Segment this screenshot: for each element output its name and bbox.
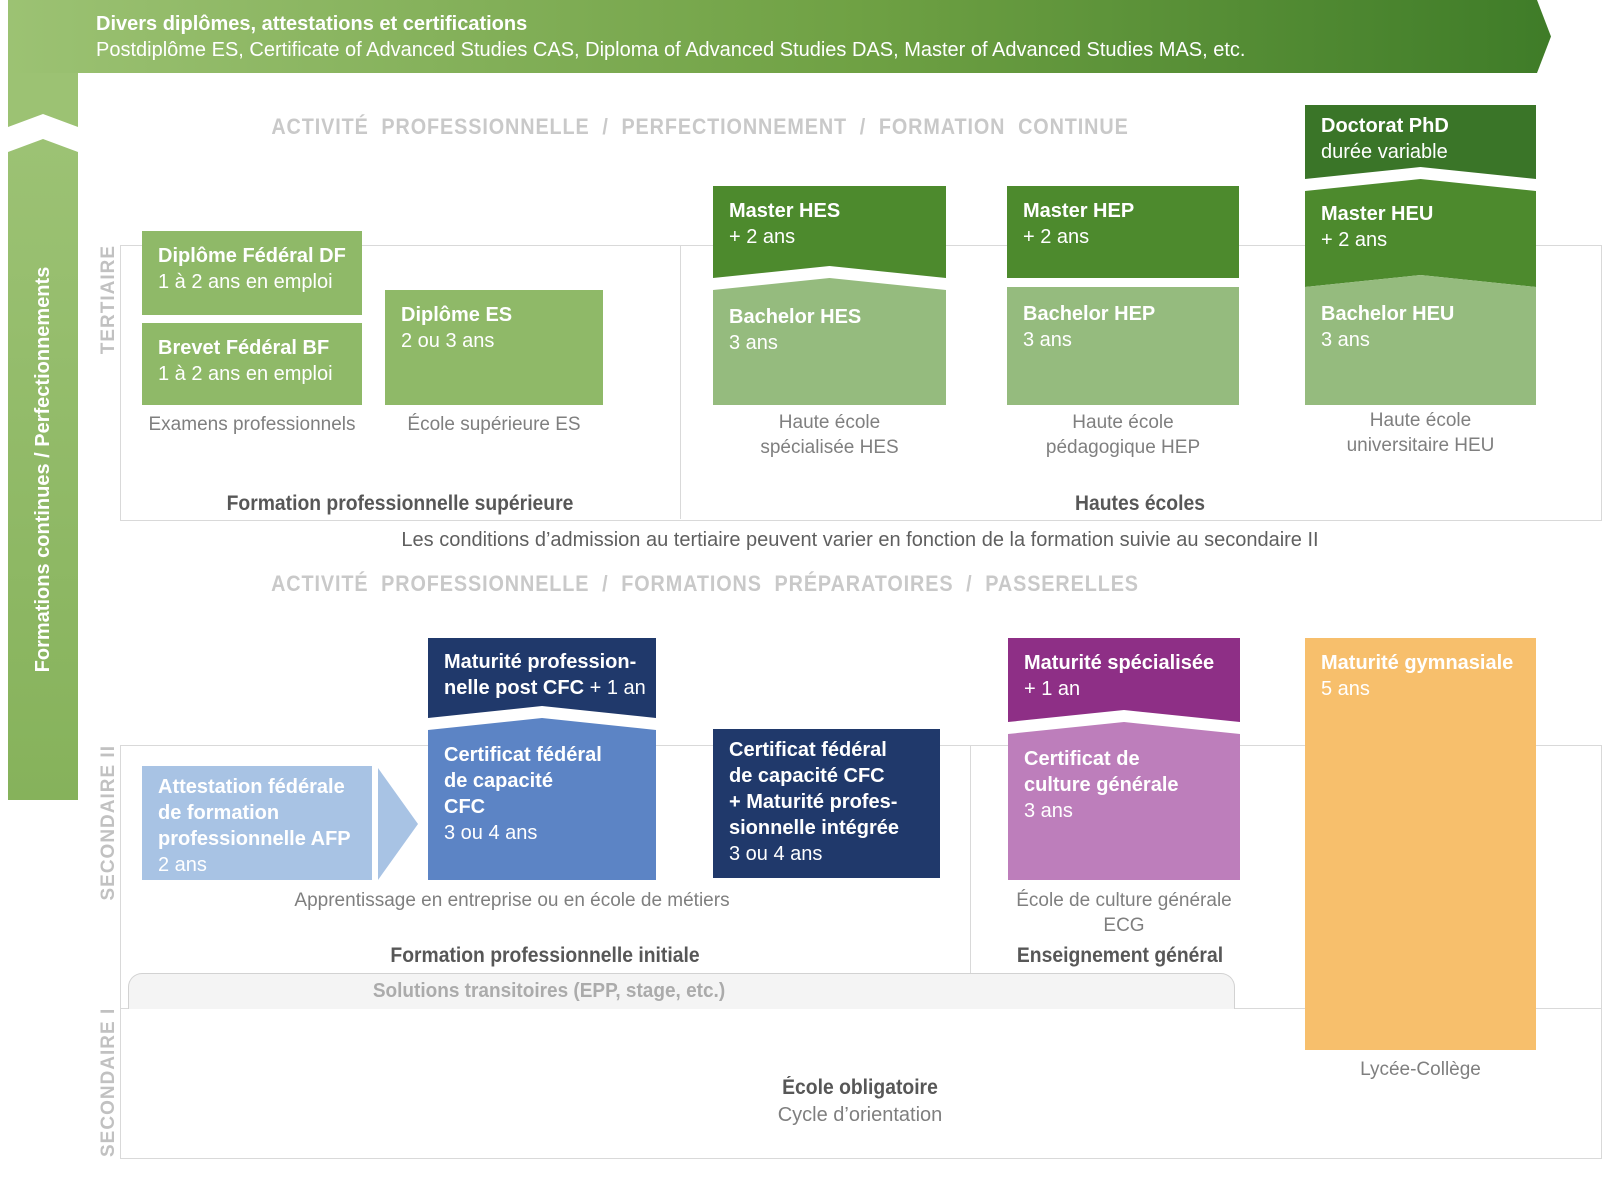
side-label-tertiaire: TERTIAIRE bbox=[98, 245, 119, 355]
box-afp: Attestation fédérale de formation profes… bbox=[142, 766, 372, 880]
tertiary-admission-note: Les conditions d’admission au tertiaire … bbox=[401, 529, 1319, 551]
caption-ecg: École de culture générale ECG bbox=[1016, 890, 1232, 936]
box-bachelor-heu: Bachelor HEU 3 ans bbox=[1305, 275, 1536, 405]
box-master-hep: Master HEP + 2 ans bbox=[1007, 186, 1239, 278]
caption-heu: Haute école universitaire HEU bbox=[1346, 410, 1495, 456]
caption-lycee-college: Lycée-Collège bbox=[1360, 1059, 1481, 1080]
section-hautes-ecoles: Hautes écoles bbox=[1075, 492, 1205, 515]
label-ecole-obligatoire: École obligatoire bbox=[782, 1076, 938, 1099]
box-cfc: Certificat fédéral de capacité CFC 3 ou … bbox=[428, 718, 656, 880]
box-bachelor-hes: Bachelor HES 3 ans bbox=[713, 278, 946, 405]
section-enseignement-general: Enseignement général bbox=[1016, 944, 1224, 967]
box-maturite-specialisee: Maturité spécialisée + 1 an bbox=[1008, 638, 1240, 722]
banner-subtitle: Postdiplôme ES, Certificate of Advanced … bbox=[96, 39, 1246, 61]
side-label-secondaire-2: SECONDAIRE II bbox=[98, 745, 119, 901]
box-master-heu: Master HEU + 2 ans bbox=[1305, 179, 1536, 287]
solutions-transitoires-pill: Solutions transitoires (EPP, stage, etc.… bbox=[128, 973, 1235, 1009]
box-brevet-federal-bf: Brevet Fédéral BF 1 à 2 ans en emploi bbox=[142, 323, 362, 405]
box-maturite-professionnelle-post-cfc: Maturité profession- nelle post CFC + 1 … bbox=[428, 638, 656, 718]
box-diplome-es: Diplôme ES 2 ou 3 ans bbox=[385, 290, 603, 405]
box-maturite-gymnasiale: Maturité gymnasiale 5 ans bbox=[1305, 638, 1536, 1050]
caption-apprentissage: Apprentissage en entreprise ou en école … bbox=[294, 890, 730, 911]
label-cycle-orientation: Cycle d’orientation bbox=[777, 1104, 943, 1126]
top-banner-arrow: Divers diplômes, attestations et certifi… bbox=[8, 0, 1551, 73]
left-band bbox=[8, 139, 78, 800]
left-band-chevron-cap bbox=[8, 73, 78, 127]
box-cfc-maturite-integree: Certificat fédéral de capacité CFC + Mat… bbox=[713, 729, 940, 878]
caption-hep: Haute école pédagogique HEP bbox=[1045, 412, 1201, 458]
box-diplome-federal-df: Diplôme Fédéral DF 1 à 2 ans en emploi bbox=[142, 231, 362, 315]
heading-tertiary-activity: ACTIVITÉ PROFESSIONNELLE / PERFECTIONNEM… bbox=[271, 114, 1129, 139]
box-certificat-culture-generale: Certificat de culture générale 3 ans bbox=[1008, 722, 1240, 880]
section-formation-professionnelle-superieure: Formation professionnelle supérieure bbox=[226, 492, 574, 515]
caption-hes: Haute école spécialisée HES bbox=[760, 412, 899, 458]
heading-secondary-activity: ACTIVITÉ PROFESSIONNELLE / FORMATIONS PR… bbox=[271, 571, 1139, 596]
banner-title: Divers diplômes, attestations et certifi… bbox=[96, 13, 528, 35]
side-label-secondaire-1: SECONDAIRE I bbox=[98, 1007, 119, 1157]
left-band-label: Formations continues / Perfectionnements bbox=[32, 266, 54, 673]
section-formation-professionnelle-initiale: Formation professionnelle initiale bbox=[390, 944, 700, 967]
box-master-hes: Master HES + 2 ans bbox=[713, 186, 946, 278]
tertiary-divider bbox=[680, 245, 681, 519]
secondary2-divider bbox=[970, 745, 971, 1008]
caption-examens-professionnels: Examens professionnels bbox=[148, 414, 356, 435]
solutions-transitoires-label: Solutions transitoires (EPP, stage, etc.… bbox=[372, 980, 726, 1002]
caption-ecole-superieure-es: École supérieure ES bbox=[407, 414, 581, 435]
box-bachelor-hep: Bachelor HEP 3 ans bbox=[1007, 287, 1239, 405]
box-doctorat-phd: Doctorat PhD durée variable bbox=[1305, 105, 1536, 179]
